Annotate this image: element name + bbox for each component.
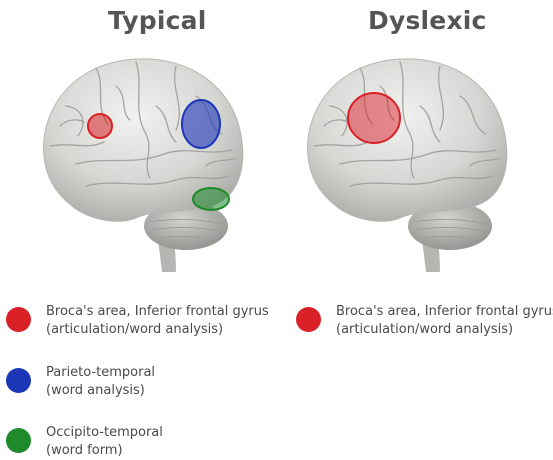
blue-dot-icon xyxy=(6,368,31,393)
broca-area-marker xyxy=(348,93,400,143)
typical-brain-illustration xyxy=(36,46,251,278)
legend-label-line2: (articulation/word analysis) xyxy=(46,321,269,339)
red-dot-icon xyxy=(6,307,31,332)
green-dot-icon xyxy=(6,428,31,453)
legend-label-line2: (articulation/word analysis) xyxy=(336,321,553,339)
red-dot-icon xyxy=(296,307,321,332)
occipito-temporal-marker xyxy=(193,188,229,210)
legend-label: Parieto-temporal (word analysis) xyxy=(46,364,155,400)
legend-label-line1: Occipito-temporal xyxy=(46,424,163,442)
legend-label-line1: Broca's area, Inferior frontal gyrus xyxy=(336,303,553,321)
broca-area-marker xyxy=(88,114,112,138)
title-dyslexic: Dyslexic xyxy=(368,6,487,35)
legend-label: Occipito-temporal (word form) xyxy=(46,424,163,460)
parieto-temporal-marker xyxy=(182,100,220,148)
title-typical: Typical xyxy=(108,6,207,35)
dyslexic-brain-illustration xyxy=(300,46,515,278)
legend-label-line1: Broca's area, Inferior frontal gyrus xyxy=(46,303,269,321)
legend-label-line1: Parieto-temporal xyxy=(46,364,155,382)
legend-label-line2: (word form) xyxy=(46,442,163,460)
legend-label-line2: (word analysis) xyxy=(46,382,155,400)
cerebrum xyxy=(308,59,507,221)
legend-label: Broca's area, Inferior frontal gyrus (ar… xyxy=(336,303,553,339)
legend-label: Broca's area, Inferior frontal gyrus (ar… xyxy=(46,303,269,339)
